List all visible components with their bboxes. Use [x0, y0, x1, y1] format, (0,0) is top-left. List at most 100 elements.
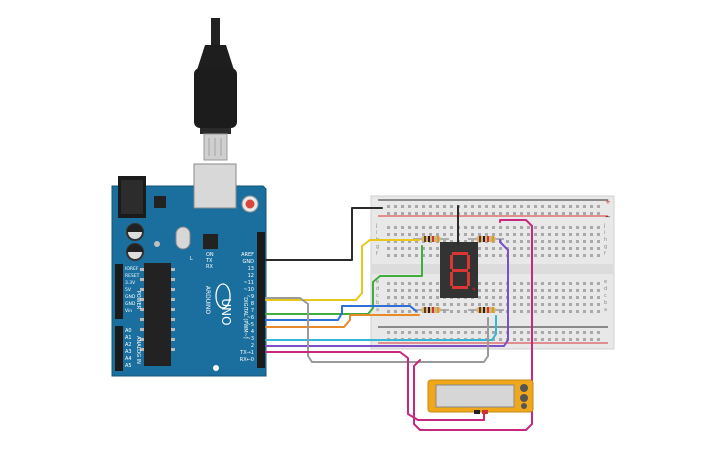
- wire-magenta[interactable]: [265, 351, 485, 421]
- row-label: j: [375, 223, 377, 229]
- analog-pin-label: A2: [125, 342, 132, 348]
- crystal: [175, 226, 191, 250]
- row-label: e: [604, 279, 607, 285]
- digital-pin-label: 7: [251, 308, 254, 314]
- digital-pin-label: 12: [248, 273, 254, 279]
- segment-a: [452, 252, 468, 255]
- power-pin-label: 3.3V: [125, 280, 136, 286]
- analog-pin-label: A5: [125, 363, 132, 369]
- digital-pin-label: ~9: [247, 294, 254, 300]
- power-header-label: POWER: [135, 291, 141, 310]
- power-pin-label: IOREF: [125, 266, 139, 272]
- usb-port[interactable]: [193, 163, 237, 209]
- l-label: L: [190, 256, 193, 262]
- tx-label: TX: [205, 258, 213, 264]
- digital-pin-label: RX←0: [240, 357, 254, 363]
- digital-pin-label: 13: [248, 266, 254, 272]
- digital-pin-label: 2: [251, 343, 254, 349]
- row-label: b: [376, 300, 379, 306]
- analog-header[interactable]: [115, 326, 123, 371]
- microcontroller-chip: [144, 263, 171, 366]
- digital-header[interactable]: [257, 232, 265, 368]
- probe-terminal[interactable]: [482, 410, 488, 414]
- wire-magenta[interactable]: [413, 219, 533, 431]
- rail-plus-label: +: [605, 198, 611, 206]
- arduino-logo: [215, 283, 231, 309]
- row-label: g: [604, 244, 607, 250]
- digital-pin-label: ~5: [247, 322, 254, 328]
- power-pin-label: GND: [125, 294, 136, 300]
- digital-pin-label: ~10: [243, 287, 254, 293]
- wire-blue[interactable]: [265, 305, 417, 321]
- segment-g: [452, 269, 468, 272]
- analog-pin-label: A1: [125, 335, 132, 341]
- multimeter[interactable]: [427, 379, 534, 414]
- wire-purple[interactable]: [265, 239, 509, 347]
- rail-minus-label: −: [605, 213, 611, 221]
- row-label: f: [604, 251, 606, 257]
- wire-yellow[interactable]: [265, 239, 420, 301]
- segment-e: [450, 272, 453, 286]
- wire-black[interactable]: [265, 207, 383, 261]
- row-label: c: [604, 293, 607, 299]
- power-pin-label: GND: [125, 301, 136, 307]
- multimeter-knob[interactable]: [520, 384, 528, 392]
- analog-pin-label: A4: [125, 356, 132, 362]
- power-pin-label: Vin: [125, 308, 132, 314]
- row-label: f: [376, 251, 378, 257]
- resistor[interactable]: [468, 307, 504, 313]
- probe-terminal[interactable]: [474, 410, 480, 414]
- analog-pin-label: A0: [125, 328, 132, 334]
- on-label: ON: [206, 252, 214, 258]
- digital-pin-label: 8: [251, 301, 254, 307]
- segment-f: [450, 255, 453, 269]
- brand-text: ARDUINO: [204, 286, 211, 315]
- segment-b: [467, 255, 470, 269]
- analog-pin-label: A3: [125, 349, 132, 355]
- power-pin-label: 5V: [125, 287, 132, 293]
- row-label: j: [603, 223, 605, 229]
- power-header[interactable]: [115, 264, 123, 319]
- digital-header-label: DIGITAL (PWM~): [242, 297, 248, 339]
- row-label: d: [376, 286, 379, 292]
- aref-label: AREF: [241, 252, 254, 258]
- analog-header-label: ANALOG IN: [135, 336, 141, 364]
- row-label: d: [604, 286, 607, 292]
- decimal-point: [472, 287, 476, 291]
- center-channel: [371, 264, 614, 274]
- wire-gray[interactable]: [265, 297, 489, 363]
- rx-label: RX: [206, 264, 213, 270]
- resistor[interactable]: [413, 307, 449, 313]
- power-pin-label: RESET: [125, 273, 140, 279]
- logo-text: UNO: [219, 298, 233, 325]
- digital-pin-label: 4: [251, 329, 254, 335]
- row-label: i: [376, 230, 377, 236]
- usb-cable[interactable]: [194, 18, 237, 161]
- row-label: a: [604, 307, 607, 313]
- row-label: c: [376, 293, 379, 299]
- multimeter-knob[interactable]: [520, 394, 528, 402]
- row-label: e: [376, 279, 379, 285]
- segment-c: [467, 272, 470, 286]
- arduino-uno-board[interactable]: AREF GND 1312~11~10~987~6~54~32TX→1RX←0 …: [111, 163, 267, 377]
- row-label: h: [604, 237, 607, 243]
- wire-orange[interactable]: [265, 314, 420, 328]
- segment-d: [452, 286, 468, 289]
- gnd-label: GND: [243, 259, 255, 265]
- resistor[interactable]: [468, 236, 504, 242]
- digital-pin-label: TX→1: [239, 350, 254, 356]
- seven-segment-display[interactable]: [440, 242, 478, 298]
- multimeter-screen: [435, 384, 515, 408]
- multimeter-knob[interactable]: [521, 403, 527, 409]
- row-label: g: [376, 244, 379, 250]
- digital-pin-label: ~6: [247, 315, 254, 321]
- row-label: b: [604, 300, 607, 306]
- top-power-rail[interactable]: [385, 201, 601, 215]
- wire-cyan[interactable]: [265, 315, 497, 341]
- row-label: a: [376, 307, 379, 313]
- row-label: i: [604, 230, 605, 236]
- digital-pin-label: ~3: [247, 336, 254, 342]
- digital-pin-label: ~11: [243, 280, 254, 286]
